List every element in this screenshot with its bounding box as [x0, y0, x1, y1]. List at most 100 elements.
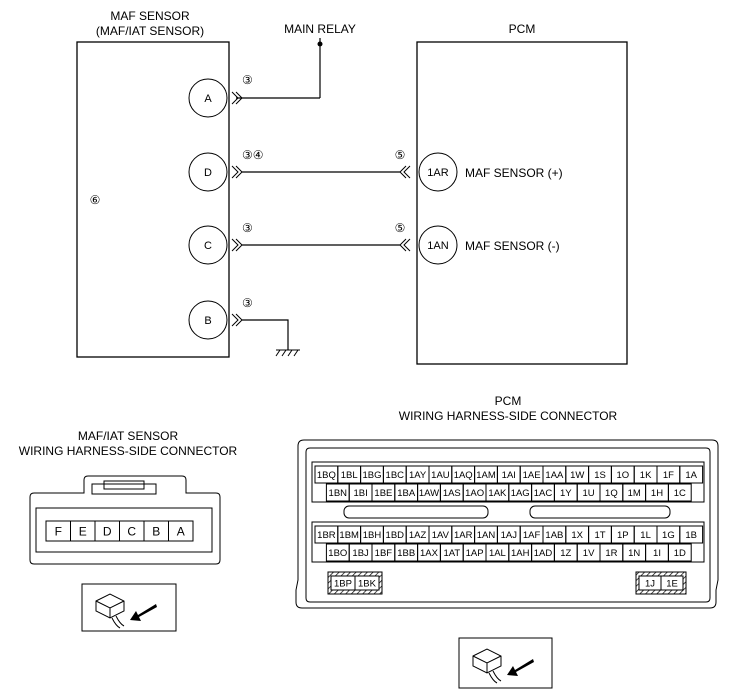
- terminal-cell: 1C: [667, 483, 692, 502]
- connector-chevron: [399, 165, 407, 179]
- terminal-cell: 1BN: [325, 483, 350, 502]
- terminal-cell: 1BF: [371, 543, 396, 562]
- pin-note: ⑤: [395, 148, 406, 162]
- terminal-cell: 1AG: [508, 483, 533, 502]
- pin-label: B: [204, 315, 211, 327]
- terminal-label: 1G: [662, 530, 675, 541]
- terminal-label: 1BO: [328, 548, 347, 559]
- terminal-label: B: [152, 525, 160, 539]
- terminal-label: 1AD: [534, 548, 553, 559]
- terminal-label: 1BK: [358, 579, 377, 590]
- terminal-cell: 1BR: [314, 525, 339, 544]
- signal-label: MAF SENSOR (+): [465, 166, 563, 180]
- terminal-label: 1AN: [477, 530, 496, 541]
- terminal-label: 1AL: [489, 548, 506, 559]
- terminal-cell: 1BH: [360, 525, 384, 544]
- pcm-connector-subtitle: WIRING HARNESS-SIDE CONNECTOR: [399, 409, 618, 423]
- terminal-label: 1BP: [334, 579, 352, 590]
- terminal-cell: 1R: [599, 543, 624, 562]
- terminal-label: 1BN: [329, 488, 348, 499]
- pin-label: A: [204, 93, 212, 105]
- terminal-label: 1S: [594, 470, 606, 481]
- schematic: MAF SENSOR (MAF/IAT SENSOR) ⑥ MAIN RELAY…: [76, 9, 628, 365]
- terminal-label: 1Q: [605, 488, 618, 499]
- terminal-cell: 1BB: [394, 543, 419, 562]
- terminal-label: 1BG: [362, 470, 381, 481]
- terminal-label: 1J: [645, 579, 655, 590]
- terminal-label: 1BR: [317, 530, 336, 541]
- signal-label: MAF SENSOR (-): [465, 239, 560, 253]
- connector-viewpoint-icon: [81, 583, 177, 632]
- pin-note: ③: [242, 73, 253, 87]
- terminal-cell: 1H: [645, 483, 669, 502]
- terminal-label: C: [127, 525, 136, 539]
- terminal-cell: 1AA: [542, 465, 567, 484]
- terminal-cell: 1M: [622, 483, 647, 502]
- terminal-label: 1AH: [511, 548, 530, 559]
- connector-chevron: [235, 91, 243, 105]
- terminal-label: 1AZ: [409, 530, 427, 541]
- terminal-label: 1AV: [432, 530, 450, 541]
- terminal-cell: A: [168, 520, 194, 542]
- terminal-label: 1AX: [420, 548, 439, 559]
- pcm-title: PCM: [509, 22, 536, 36]
- connector-chevron: [399, 238, 407, 252]
- terminal-cell: 1AL: [485, 543, 510, 562]
- pcm-pin-1an: ⑤ 1AN MAF SENSOR (-): [395, 221, 560, 265]
- terminal-cell: 1AI: [496, 465, 521, 484]
- terminal-label: 1P: [617, 530, 629, 541]
- terminal-cell: 1AX: [417, 543, 441, 562]
- pin-circle: [418, 225, 458, 265]
- pin-note: ⑤: [395, 221, 406, 235]
- terminal-label: 1AF: [523, 530, 541, 541]
- terminal-cell: 1AF: [519, 525, 544, 544]
- connector-chevron: [231, 91, 239, 105]
- terminal-cell: 1AP: [462, 543, 487, 562]
- terminal-cell: 1BD: [382, 525, 407, 544]
- terminal-cell: 1Q: [599, 483, 624, 502]
- terminal-cell: 1Y: [553, 483, 578, 502]
- terminal-label: 1Z: [560, 548, 571, 559]
- maf-connector-view: MAF/IAT SENSOR WIRING HARNESS-SIDE CONNE…: [19, 429, 238, 632]
- terminal-cell: 1BA: [394, 483, 419, 502]
- maf-pin-b: B ③: [188, 296, 253, 340]
- connector-housing: [29, 475, 221, 565]
- terminal-cell: F: [45, 520, 71, 542]
- terminal-cell: 1N: [622, 543, 647, 562]
- terminal-label: 1I: [653, 548, 661, 559]
- connector-chevron: [231, 313, 239, 327]
- terminal-label: 1AI: [502, 470, 516, 481]
- terminal-label: 1AA: [545, 470, 564, 481]
- pin-note: ③: [242, 221, 253, 235]
- connector-face: [35, 507, 213, 553]
- connector-chevron: [235, 313, 243, 327]
- maf-pin-d: D ③④: [188, 148, 264, 192]
- terminal-label: 1BM: [339, 530, 359, 541]
- terminal-label: 1BI: [353, 488, 367, 499]
- terminal-cell: 1BI: [348, 483, 373, 502]
- terminal-cell: 1AT: [439, 543, 464, 562]
- terminal-cell: 1BJ: [348, 543, 373, 562]
- terminal-cell: 1BK: [354, 575, 380, 591]
- terminal-cell: 1B: [679, 525, 704, 544]
- terminal-label: 1AB: [545, 530, 563, 541]
- pcm-upper-block: [311, 461, 705, 503]
- terminal-label: 1BE: [374, 488, 392, 499]
- terminal-cell: 1X: [565, 525, 590, 544]
- terminal-label: 1AS: [443, 488, 461, 499]
- maf-sensor-title: MAF SENSOR: [110, 9, 190, 23]
- terminal-cell: 1Z: [553, 543, 578, 562]
- terminal-cell: 1BG: [360, 465, 384, 484]
- terminal-cell: 1AV: [428, 525, 453, 544]
- connector-chevron: [403, 238, 411, 252]
- terminal-cell: 1AK: [485, 483, 510, 502]
- terminal-cell: 1AD: [531, 543, 555, 562]
- terminal-label: 1T: [594, 530, 605, 541]
- terminal-label: 1BF: [375, 548, 393, 559]
- terminal-label: 1V: [583, 548, 595, 559]
- terminal-label: 1X: [571, 530, 583, 541]
- pin-circle: [418, 152, 458, 192]
